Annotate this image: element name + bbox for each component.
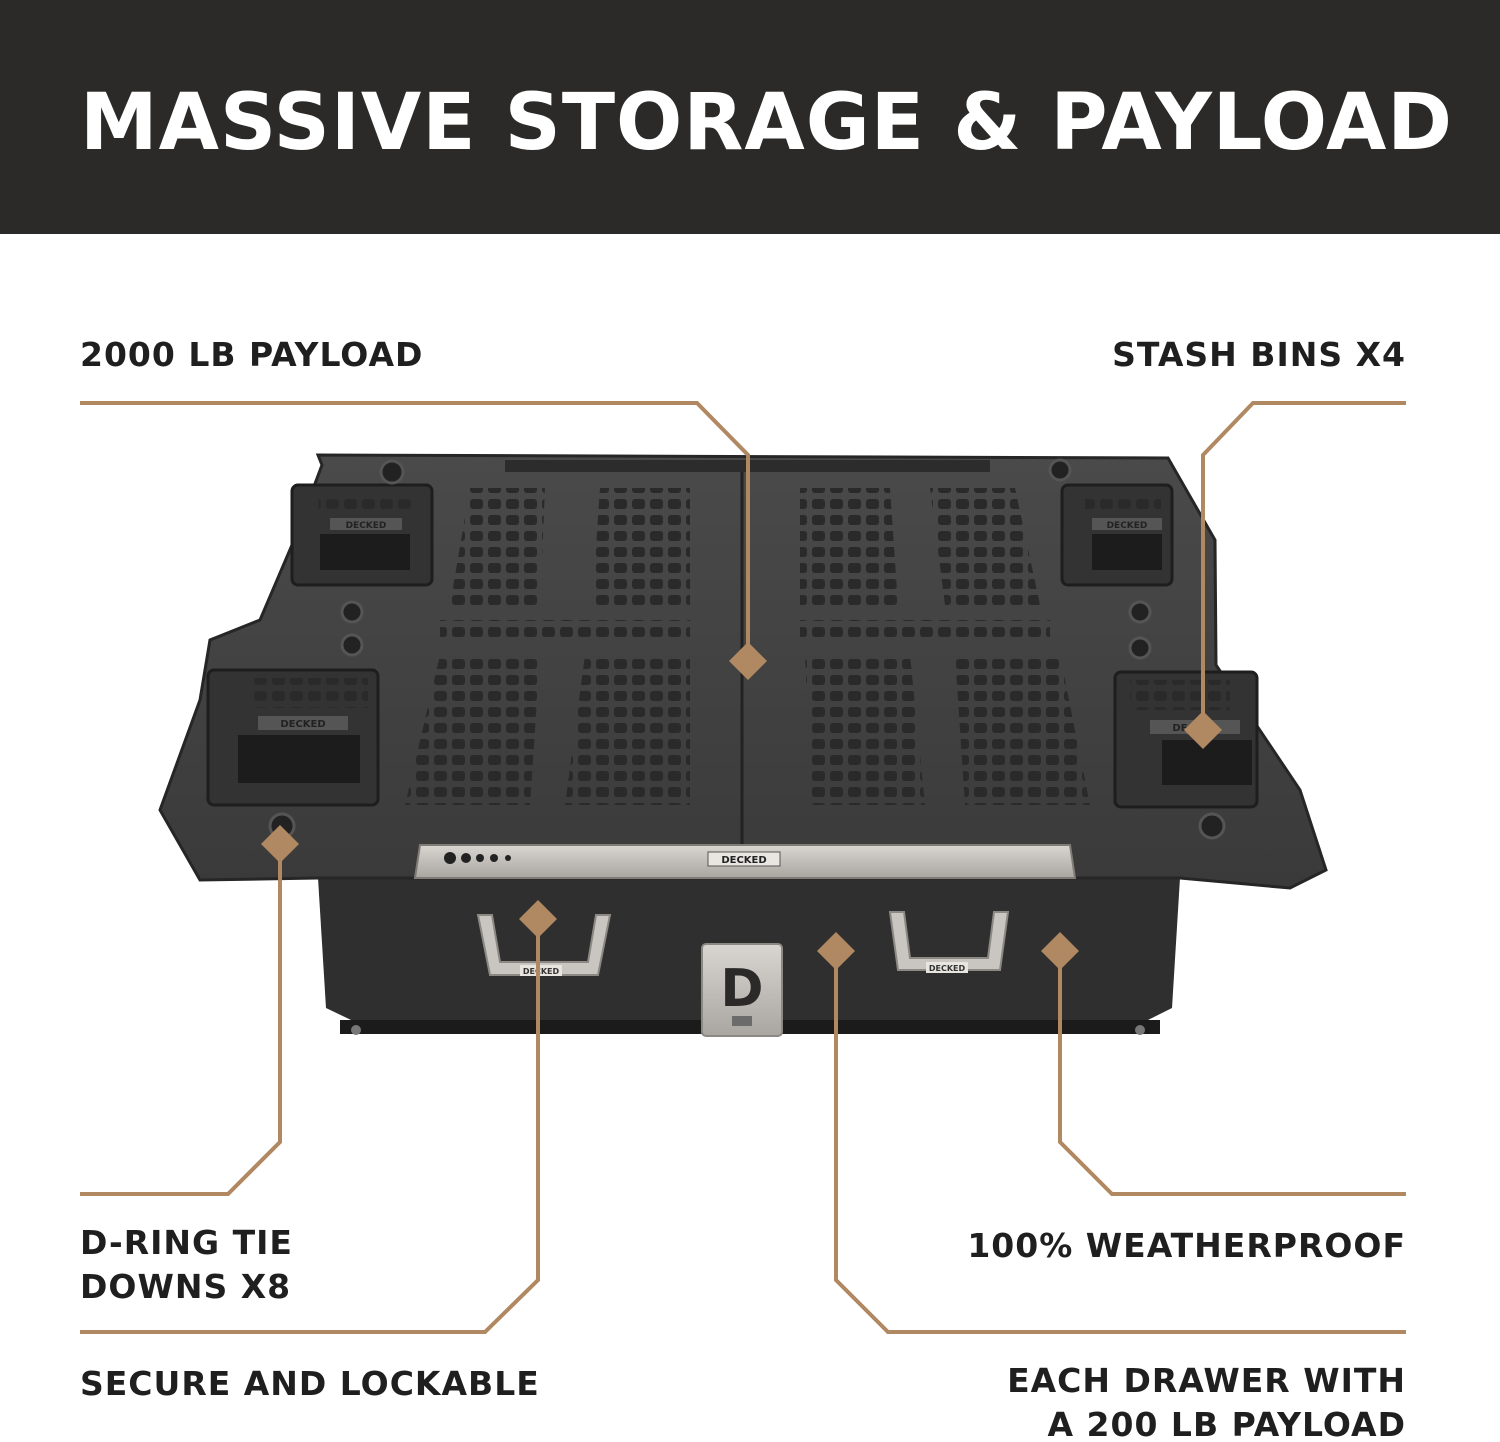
bin-logo-top-right: DECKED [1107,521,1148,531]
stash-bin-top-left: DECKED [290,483,434,587]
leader-payload-2000 [80,401,750,660]
center-d-plate: D [701,943,783,1037]
marker-drawer-payload [817,932,855,970]
label-2000-lb-payload: 2000 LB PAYLOAD [80,335,424,374]
header-banner: MASSIVE STORAGE & PAYLOAD [0,0,1500,234]
marker-stash-bins [1184,711,1222,749]
label-d-ring-tie-downs: D-RING TIE DOWNS X8 [80,1221,293,1309]
marker-secure [519,900,557,938]
left-drawer-handle: DECKED [476,914,612,976]
grip-pads [405,488,1090,805]
bin-logo-top-left: DECKED [346,521,387,531]
marker-payload-2000 [729,642,767,680]
plate-letter: D [720,959,763,1019]
label-drawer-payload: EACH DRAWER WITH A 200 LB PAYLOAD [1007,1359,1406,1442]
leader-secure [80,918,540,1334]
right-handle-logo: DECKED [929,964,966,973]
leader-drawer-payload [834,950,1406,1334]
stash-bin-top-right: DECKED [1060,483,1174,587]
leader-stash-bins [1201,401,1406,730]
rail-logo: DECKED [721,855,766,866]
label-weatherproof: 100% WEATHERPROOF [967,1226,1406,1265]
leader-weatherproof [1058,950,1406,1196]
label-d-ring-line-1: D-RING TIE [80,1223,293,1262]
label-drawer-line-2: A 200 LB PAYLOAD [1047,1405,1406,1442]
right-drawer-handle: DECKED [888,911,1010,973]
leader-d-ring [80,843,282,1196]
label-d-ring-line-2: DOWNS X8 [80,1267,292,1306]
left-handle-logo: DECKED [523,967,560,976]
front-steel-rail: DECKED [413,844,1077,879]
label-drawer-line-1: EACH DRAWER WITH [1007,1361,1406,1400]
label-stash-bins: STASH BINS X4 [1112,335,1406,374]
marker-d-ring [261,825,299,863]
bin-logo-bottom-left: DECKED [280,719,325,730]
page-title: MASSIVE STORAGE & PAYLOAD [80,78,1454,168]
label-secure-lockable: SECURE AND LOCKABLE [80,1364,540,1403]
marker-weatherproof [1041,932,1079,970]
stash-bin-bottom-left: DECKED [206,668,380,807]
